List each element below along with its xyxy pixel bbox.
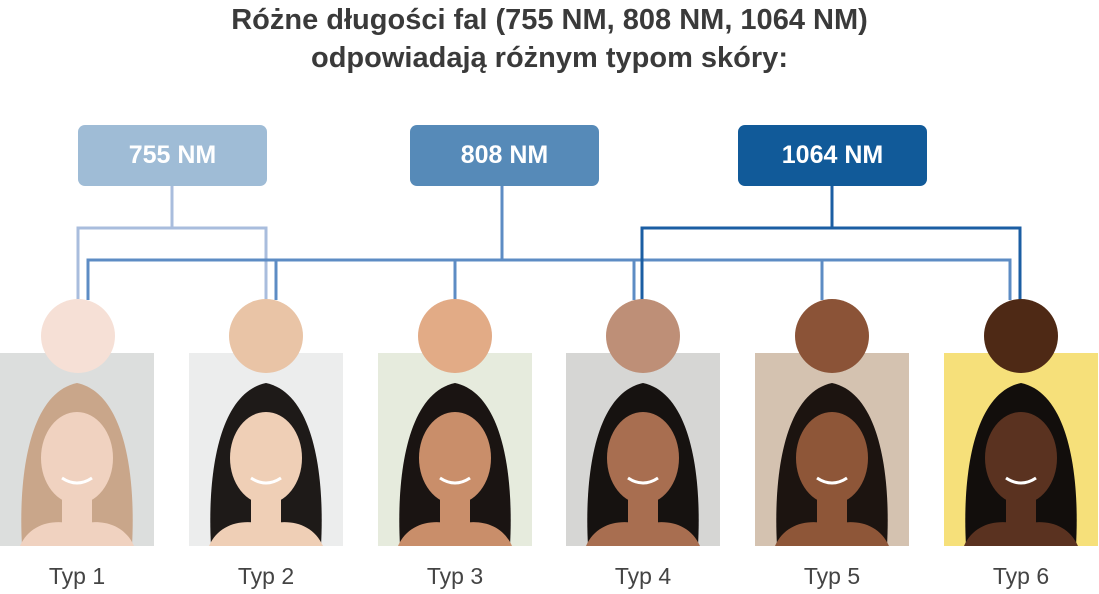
wavelength-808-box: 808 NM [410, 125, 599, 186]
title-line-2: odpowiadają różnym typom skóry: [311, 42, 788, 74]
portrait-photo [0, 353, 154, 546]
skin-tone-swatch [418, 299, 492, 373]
skin-type-label: Typ 3 [426, 563, 484, 589]
portrait-illustration [586, 383, 700, 546]
portrait-illustration [964, 383, 1078, 546]
wavelength-label: 808 NM [460, 141, 549, 169]
skin-type-label: Typ 2 [237, 563, 295, 589]
portrait-illustration [20, 383, 134, 546]
wavelength-label: 1064 NM [781, 141, 884, 169]
skin-type-label: Typ 1 [48, 563, 106, 589]
portrait-photo [566, 353, 720, 546]
portrait-illustration [775, 383, 889, 546]
portrait-illustration [398, 383, 512, 546]
skin-type-label: Typ 5 [803, 563, 861, 589]
wavelength-label: 755 NM [128, 141, 217, 169]
skin-tone-swatch [229, 299, 303, 373]
portrait-photo [755, 353, 909, 546]
skin-tone-swatch [41, 299, 115, 373]
wavelength-755-box: 755 NM [78, 125, 267, 186]
portrait-photo [378, 353, 532, 546]
skin-type-label: Typ 6 [992, 563, 1050, 589]
connector-755 [76, 186, 268, 300]
portrait-illustration [209, 383, 323, 546]
skin-tone-swatch [606, 299, 680, 373]
portrait-photo [944, 353, 1098, 546]
wavelength-1064-box: 1064 NM [738, 125, 927, 186]
connector-808 [86, 186, 1012, 300]
connector-1064 [640, 186, 1022, 300]
skin-tone-swatch [984, 299, 1058, 373]
skin-type-label: Typ 4 [614, 563, 672, 589]
skin-tone-swatch [795, 299, 869, 373]
portrait-photo [189, 353, 343, 546]
title-line-1: Różne długości fal (755 NM, 808 NM, 1064… [231, 4, 868, 36]
